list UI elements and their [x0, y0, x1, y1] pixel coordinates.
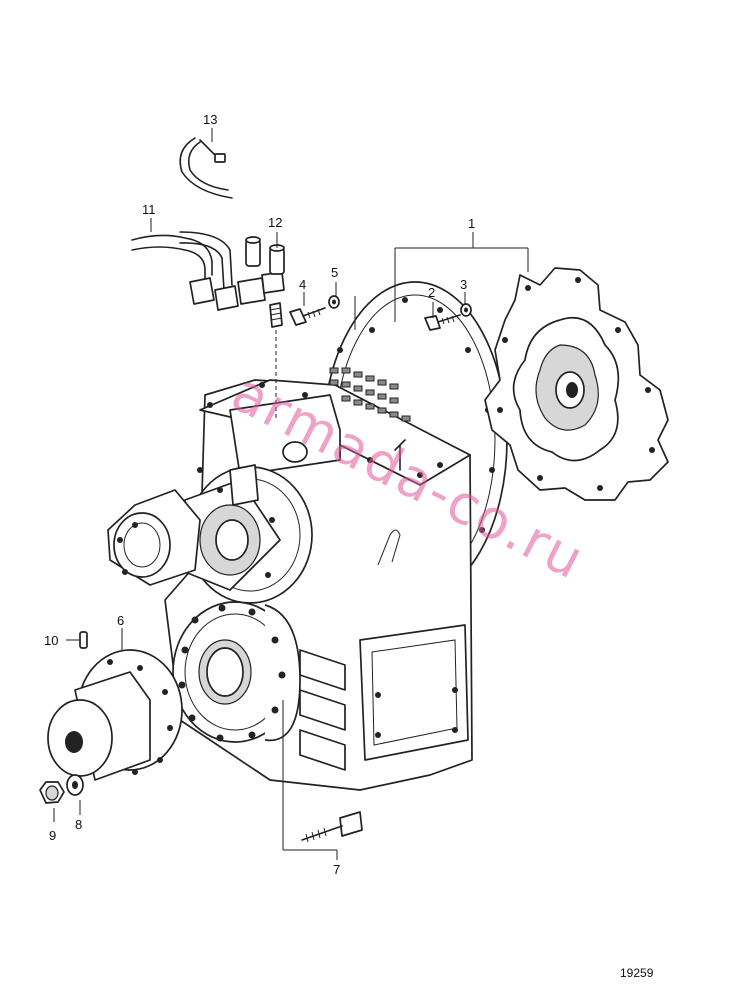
- leader-lines: [53, 128, 529, 860]
- part-label-13: 13: [203, 112, 217, 127]
- washer-3: [460, 303, 472, 317]
- cable-tie: [179, 137, 233, 199]
- coupling-hub: [47, 649, 183, 781]
- part-label-4: 4: [299, 277, 306, 292]
- part-label-9: 9: [49, 828, 56, 843]
- oil-pump-assembly: [107, 464, 313, 604]
- wiring-harness: [131, 231, 285, 311]
- flexible-coupling-plate: [484, 267, 669, 501]
- part-label-5: 5: [331, 265, 338, 280]
- part-labels: 1 2 3 4 5 6 7 8 9 10 11 12 13: [44, 112, 475, 877]
- screw-4: [289, 307, 326, 326]
- screw-2: [424, 314, 461, 331]
- washer-5: [328, 295, 340, 309]
- part-label-6: 6: [117, 613, 124, 628]
- part-label-2: 2: [428, 285, 435, 300]
- part-label-11: 11: [142, 202, 156, 217]
- figure-number: 19259: [620, 966, 654, 980]
- part-label-3: 3: [460, 277, 467, 292]
- part-label-10: 10: [44, 633, 58, 648]
- part-label-7: 7: [333, 862, 340, 877]
- pin-10: [79, 631, 88, 649]
- solenoid-valves: [245, 236, 285, 328]
- ventilation-grille: [329, 367, 411, 422]
- part-label-8: 8: [75, 817, 82, 832]
- bolt-7: [301, 811, 363, 843]
- washer-8: [66, 774, 84, 796]
- output-flange: [172, 601, 301, 743]
- part-label-12: 12: [268, 215, 282, 230]
- part-label-1: 1: [468, 216, 475, 231]
- nut-9: [39, 781, 65, 804]
